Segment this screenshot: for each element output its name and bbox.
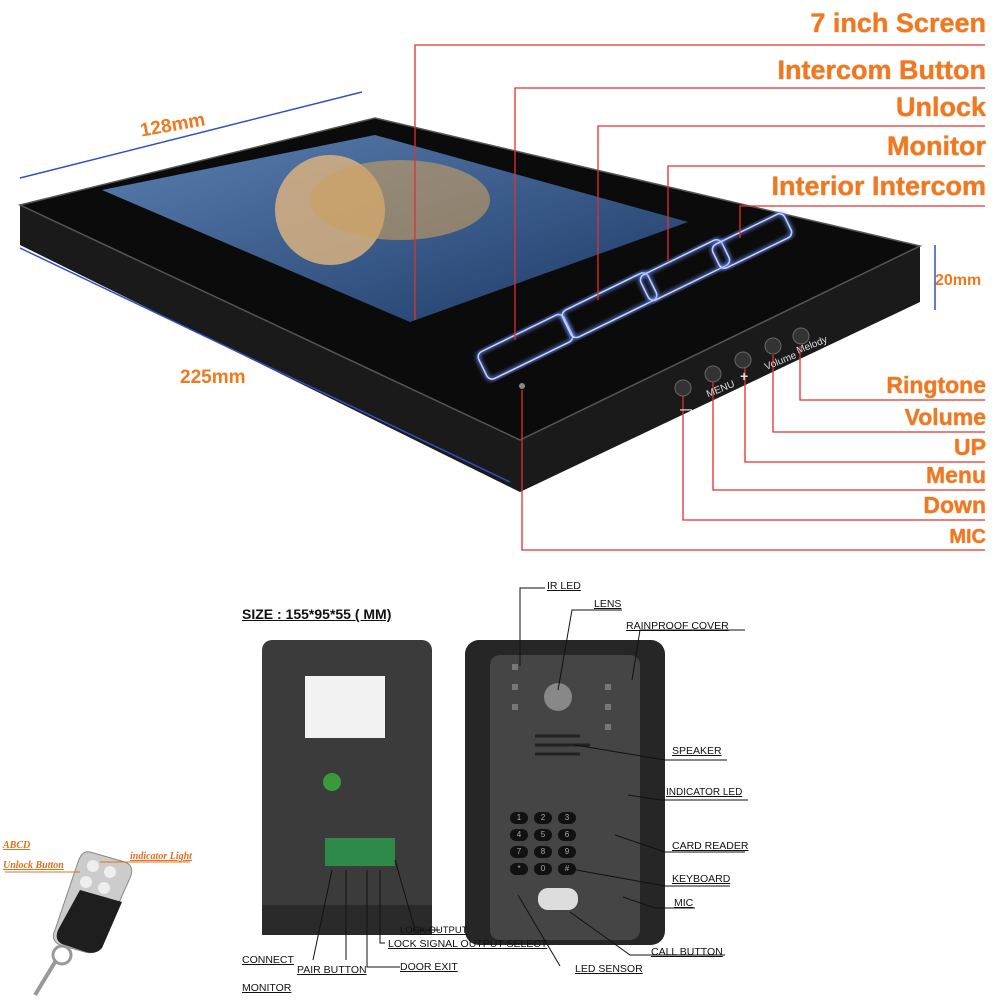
label-indicator-led: INDICATOR LED [666, 787, 743, 798]
label-7-inch-screen: 7 inch Screen [810, 8, 986, 38]
label-pair-button: PAIR BUTTON [297, 964, 367, 976]
label-interior-intercom: Interior Intercom [771, 171, 986, 201]
minus-button-label: — [680, 402, 692, 416]
label-keyboard: KEYBOARD [672, 873, 731, 885]
label-mic-doorbell: MIC [674, 897, 694, 909]
keypad-key[interactable]: 2 [534, 812, 552, 824]
label-card-reader: CARD READER [672, 840, 749, 852]
label-lens: LENS [594, 598, 622, 610]
label-abcd: ABCD [3, 840, 31, 851]
label-lock-signal-output-select: LOCK SIGNAL OUTPUT SELECT [388, 938, 548, 950]
label-ringtone: Ringtone [886, 372, 986, 398]
side-buttons [674, 327, 810, 397]
dim-length: 225mm [180, 367, 246, 388]
keypad-key[interactable]: 4 [510, 829, 528, 841]
doorbell-size: SIZE : 155*95*55 ( MM) [242, 606, 392, 622]
call-button[interactable] [538, 888, 578, 910]
label-led-sensor: LED SENSOR [575, 963, 643, 975]
label-connect: CONNECT [242, 954, 294, 966]
remote-control [5, 851, 190, 997]
label-down: Down [923, 492, 986, 518]
keypad-key[interactable]: 9 [558, 846, 576, 858]
keypad-key[interactable]: 6 [558, 829, 576, 841]
label-ir-led: IR LED [547, 580, 581, 592]
keypad-key[interactable]: 1 [510, 812, 528, 824]
plus-button-label: + [740, 368, 749, 384]
dim-depth: 20mm [935, 272, 982, 289]
label-volume: Volume [904, 404, 986, 430]
doorbell-callout-lines [312, 587, 748, 968]
keypad-key[interactable]: * [510, 863, 528, 875]
label-door-exit: DOOR EXIT [400, 961, 458, 973]
label-rainproof-cover: RAINPROOF COVER [626, 620, 729, 632]
keypad-key[interactable]: 3 [558, 812, 576, 824]
keypad-key[interactable]: 8 [534, 846, 552, 858]
label-unlock: Unlock [895, 92, 986, 122]
label-intercom-button: Intercom Button [777, 55, 987, 85]
label-unlock-button: Unlock Button [3, 860, 64, 871]
label-call-button: CALL BUTTON [651, 946, 723, 958]
label-lock-output: LOCK OUTPUT [400, 925, 468, 936]
label-up: UP [954, 434, 986, 460]
keypad-key[interactable]: # [558, 863, 576, 875]
label-menu: Menu [925, 462, 986, 488]
touch-buttons [476, 212, 794, 381]
label-monitor-port: MONITOR [242, 982, 292, 994]
label-indicator-light: indicator Light [130, 851, 192, 862]
keypad-key[interactable]: 5 [534, 829, 552, 841]
label-speaker: SPEAKER [672, 745, 722, 757]
label-mic: MIC [949, 526, 986, 548]
label-monitor: Monitor [887, 131, 986, 161]
callout-lines [414, 44, 985, 551]
keypad-key[interactable]: 0 [534, 863, 552, 875]
keypad-key[interactable]: 7 [510, 846, 528, 858]
